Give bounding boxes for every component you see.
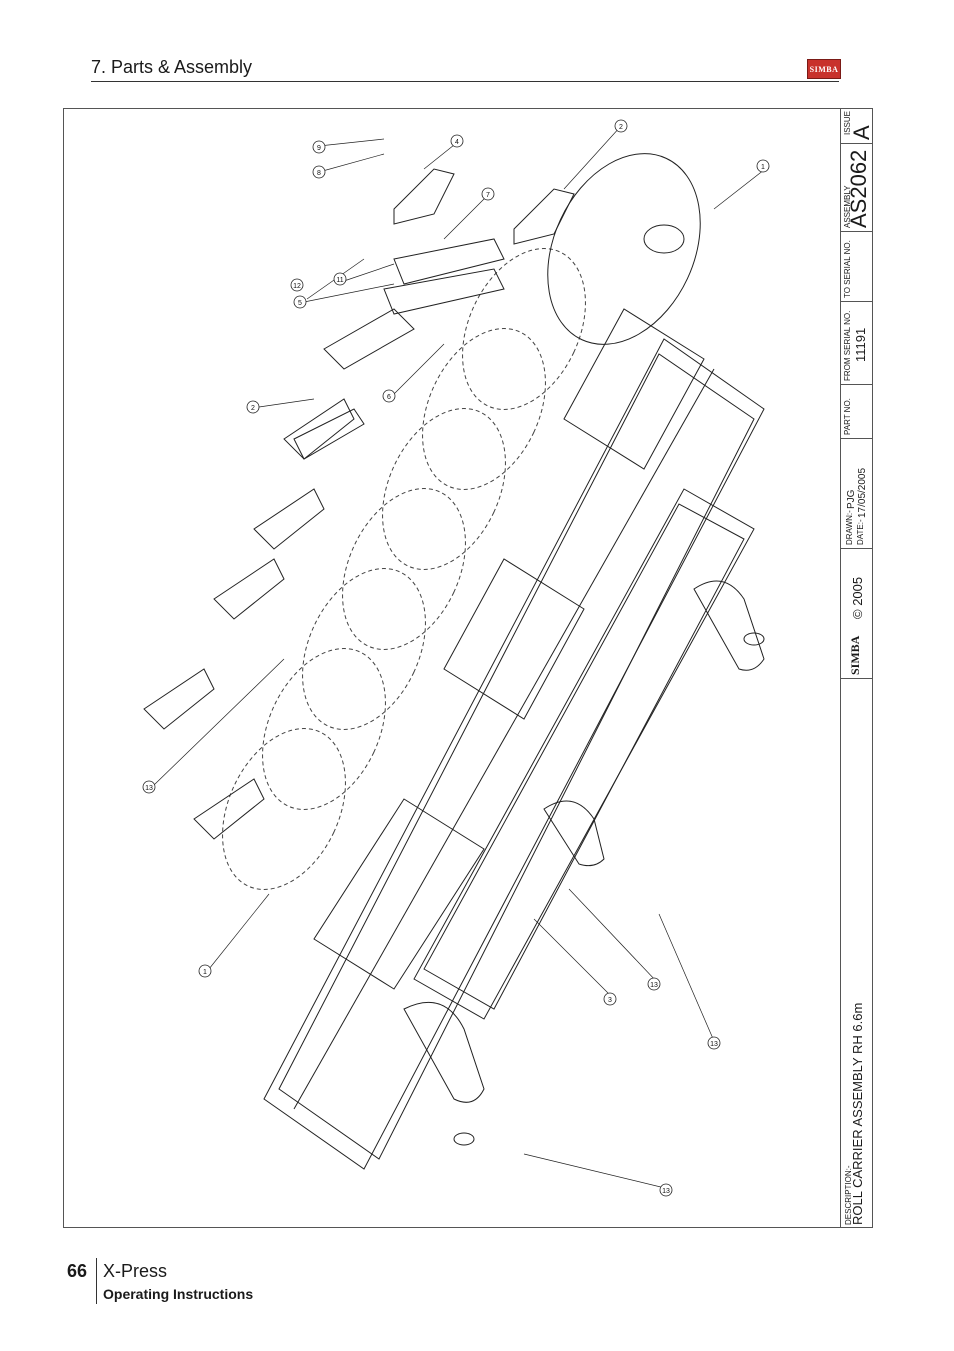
drawn-label: DRAWN:- bbox=[845, 510, 854, 545]
tb-description: DESCRIPTION:- ROLL CARRIER ASSEMBLY RH 6… bbox=[841, 678, 873, 1228]
issue-value: A bbox=[849, 125, 874, 140]
svg-text:1: 1 bbox=[761, 164, 765, 171]
svg-text:12: 12 bbox=[293, 283, 301, 290]
footer-rule bbox=[96, 1258, 97, 1304]
callout-4: 4 bbox=[450, 134, 464, 148]
callout-13-b: 13 bbox=[647, 977, 661, 991]
footer-subtitle: Operating Instructions bbox=[103, 1286, 254, 1302]
tb-part-no: PART NO. bbox=[841, 384, 873, 438]
svg-text:3: 3 bbox=[608, 997, 612, 1004]
from-serial-label: FROM SERIAL NO. bbox=[843, 310, 852, 381]
callout-8: 8 bbox=[312, 165, 326, 179]
callout-labels: 1 1 2 2 3 4 5 6 7 8 9 10 11 12 13 13 13 … bbox=[142, 119, 770, 1197]
callout-2-top: 2 bbox=[614, 119, 628, 133]
tb-issue: ISSUE A bbox=[841, 108, 874, 143]
drawing-frame bbox=[63, 108, 873, 1228]
header-rule bbox=[91, 81, 839, 82]
callout-13-a: 13 bbox=[142, 780, 156, 794]
date-label: DATE:- bbox=[856, 519, 865, 545]
tb-to-serial: TO SERIAL NO. bbox=[841, 231, 873, 301]
copyright: © 2005 bbox=[850, 576, 865, 619]
tb-from-serial: FROM SERIAL NO. 11191 bbox=[841, 301, 873, 384]
part-no-label: PART NO. bbox=[843, 398, 852, 435]
svg-text:13: 13 bbox=[650, 982, 658, 989]
tb-copyright: © 2005 SIMBA bbox=[841, 548, 873, 678]
drawn-value: PJG bbox=[846, 489, 857, 509]
svg-text:13: 13 bbox=[145, 785, 153, 792]
svg-text:13: 13 bbox=[662, 1188, 670, 1195]
product-name: X-Press bbox=[103, 1261, 168, 1281]
callout-5: 5 bbox=[293, 295, 307, 309]
assembly-drawing: 1 1 2 2 3 4 5 6 7 8 9 10 11 12 13 13 13 … bbox=[142, 119, 770, 1197]
svg-text:11: 11 bbox=[336, 277, 343, 284]
section-title: 7. Parts & Assembly bbox=[91, 57, 253, 77]
tb-assembly: ASSEMBLY AS2062 bbox=[841, 143, 873, 231]
svg-text:6: 6 bbox=[387, 394, 391, 401]
svg-text:13: 13 bbox=[710, 1041, 718, 1048]
page-number: 66 bbox=[67, 1261, 88, 1281]
title-block-logo: SIMBA bbox=[848, 635, 862, 675]
simba-logo: SIMBA bbox=[807, 59, 841, 79]
callout-9: 9 bbox=[312, 140, 326, 154]
assembly-value: AS2062 bbox=[846, 149, 871, 228]
date-value: 17/05/2005 bbox=[857, 467, 868, 518]
svg-text:2: 2 bbox=[251, 405, 255, 412]
callout-7: 7 bbox=[481, 187, 495, 201]
callout-13-c: 13 bbox=[707, 1036, 721, 1050]
title-block: ISSUE A ASSEMBLY AS2062 TO SERIAL NO. FR… bbox=[840, 108, 874, 1228]
main-frame-beam-rear bbox=[413, 488, 755, 1020]
svg-text:2: 2 bbox=[619, 124, 623, 131]
svg-text:1: 1 bbox=[203, 969, 207, 976]
callout-2-left: 2 bbox=[246, 400, 260, 414]
from-serial-value: 11191 bbox=[853, 327, 868, 362]
svg-text:5: 5 bbox=[298, 300, 302, 307]
callout-3: 3 bbox=[603, 992, 617, 1006]
tb-drawn-date: DRAWN:- PJG DATE:- 17/05/2005 bbox=[841, 438, 873, 548]
main-frame-beam-front bbox=[263, 338, 765, 1170]
svg-text:4: 4 bbox=[455, 139, 459, 146]
callout-1-top: 1 bbox=[756, 159, 770, 173]
svg-text:9: 9 bbox=[317, 145, 321, 152]
svg-text:7: 7 bbox=[486, 192, 490, 199]
svg-text:8: 8 bbox=[317, 170, 321, 177]
callout-12: 12 bbox=[290, 278, 304, 292]
callout-1-bottom: 1 bbox=[198, 964, 212, 978]
description-value: ROLL CARRIER ASSEMBLY RH 6.6m bbox=[850, 1002, 865, 1225]
callout-6: 6 bbox=[382, 389, 396, 403]
callout-13-d: 13 bbox=[659, 1183, 673, 1197]
to-serial-label: TO SERIAL NO. bbox=[843, 240, 852, 298]
callout-11: 11 bbox=[333, 272, 347, 286]
